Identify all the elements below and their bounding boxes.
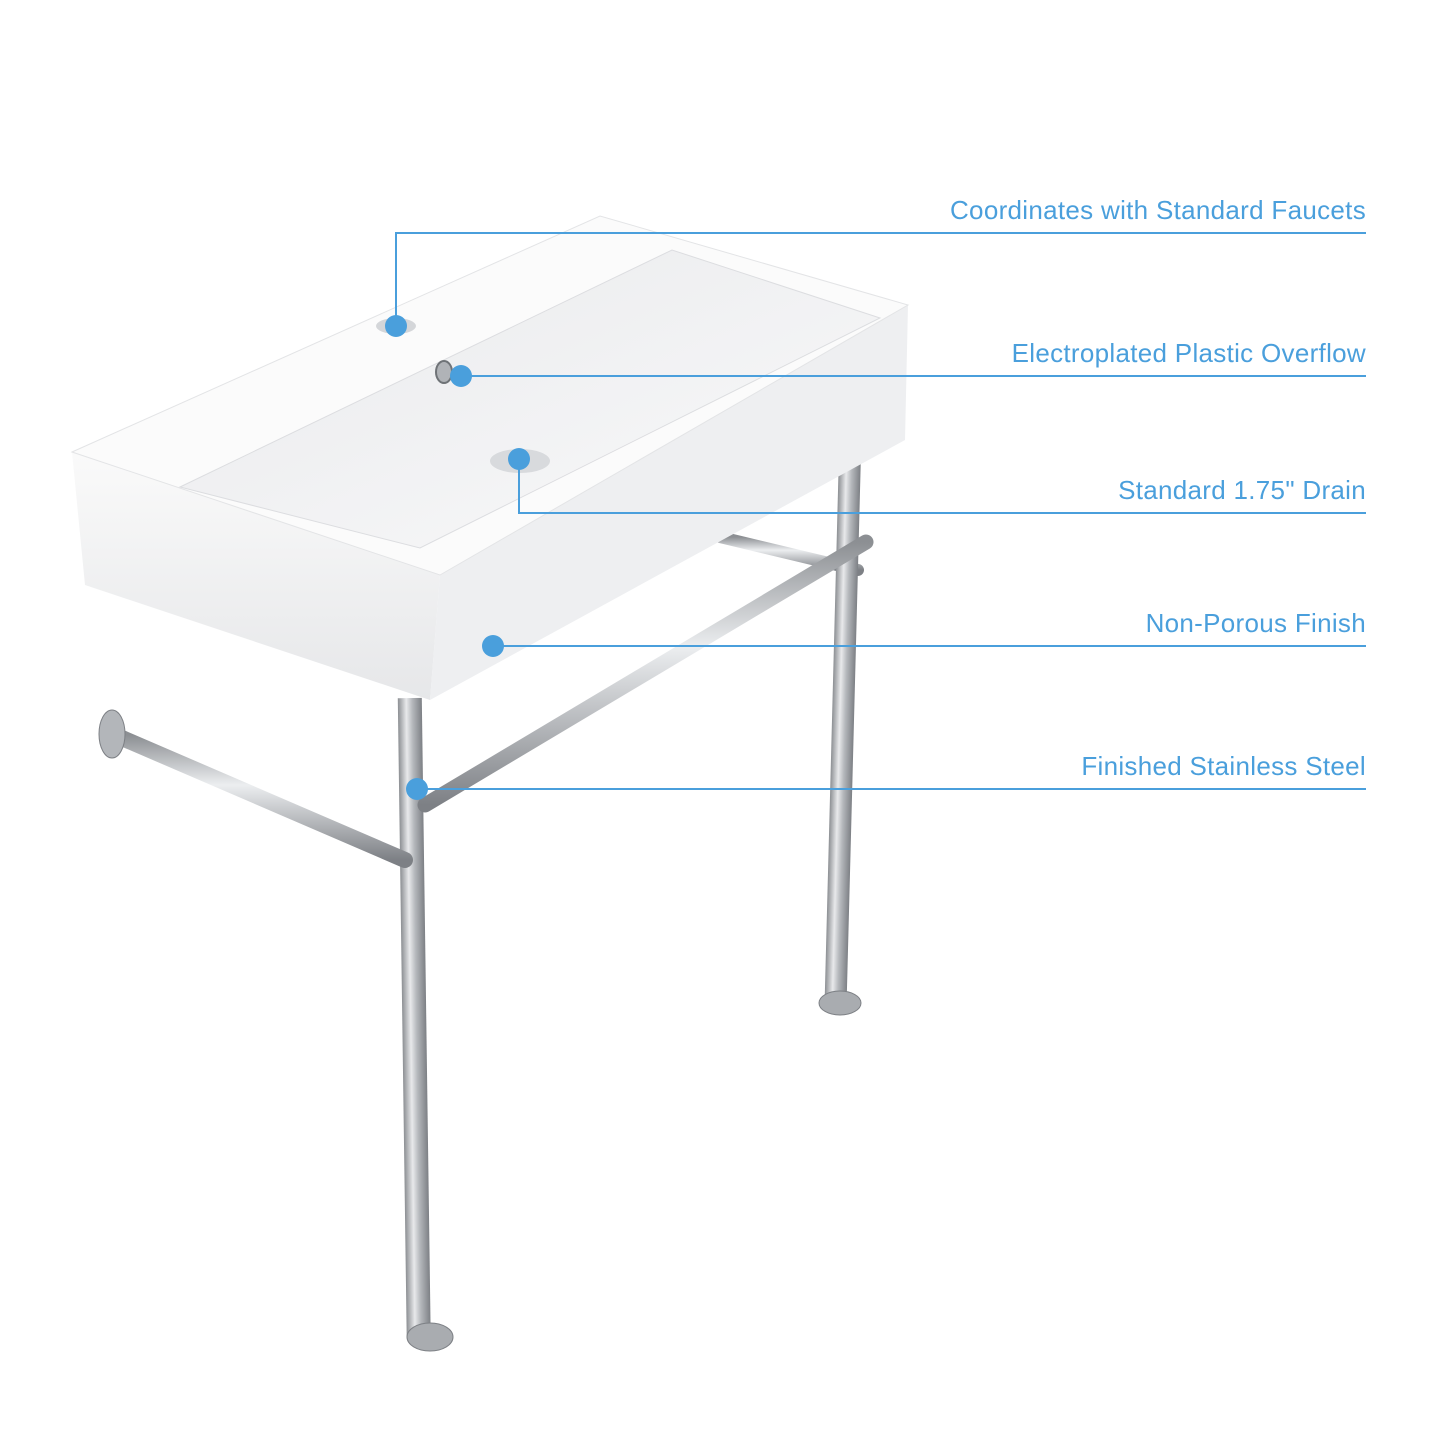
callout-dot-faucets — [385, 315, 407, 337]
callout-dot-drain — [508, 448, 530, 470]
front-crossbar — [417, 534, 874, 813]
towel-bar — [98, 709, 413, 868]
callout-dot-finish — [482, 635, 504, 657]
callout-line-drain — [518, 459, 1366, 514]
right-leg — [818, 439, 862, 1016]
callout-line-faucets — [395, 232, 1366, 326]
callout-label-drain: Standard 1.75" Drain — [1118, 475, 1366, 505]
sink-basin — [70, 215, 910, 700]
callout-label-overflow: Electroplated Plastic Overflow — [1011, 338, 1366, 368]
callout-lines — [395, 232, 1366, 790]
callout-dot-overflow — [450, 365, 472, 387]
overflow — [435, 360, 453, 384]
callout-label-steel: Finished Stainless Steel — [1081, 751, 1366, 781]
callout-label-faucets: Coordinates with Standard Faucets — [949, 195, 1366, 225]
callout-label-finish: Non-Porous Finish — [1145, 608, 1366, 638]
callout-dot-steel — [406, 778, 428, 800]
